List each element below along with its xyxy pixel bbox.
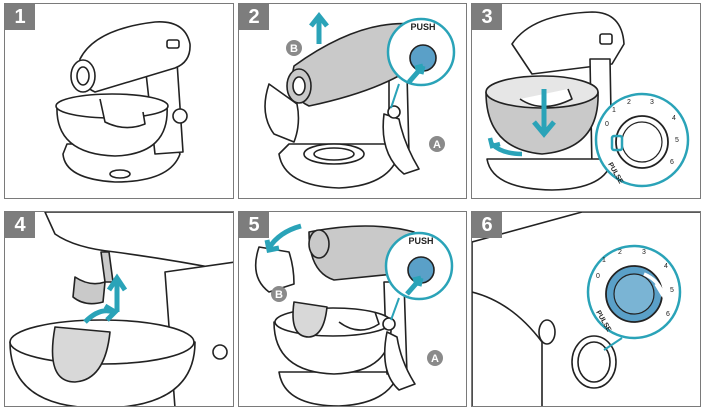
dial-mark-2: 2 <box>627 99 631 106</box>
push-arrow-icon <box>407 63 426 84</box>
callout-a-badge <box>429 136 445 152</box>
step-number-badge: 1 <box>5 4 35 30</box>
push-label: PUSH <box>410 22 435 32</box>
push-arrow-icon <box>405 275 424 296</box>
step-panel-2: 2 B A PUSH <box>238 3 467 199</box>
callout-b-label: B <box>275 289 283 301</box>
step-panel-1: 1 <box>4 3 234 199</box>
step-panel-5: 5 B A PUSH <box>238 211 467 407</box>
push-up-arrow-icon <box>106 273 128 312</box>
dial-mark-0: 0 <box>605 121 609 128</box>
dial-mark-2: 2 <box>618 249 622 256</box>
callout-a-label: A <box>431 353 439 365</box>
dial-mark-3: 3 <box>642 249 646 256</box>
step-panel-3: 3 0 1 2 3 4 5 6 PULSE <box>471 3 701 199</box>
speed-select-illustration: 0 1 2 3 4 5 6 PULSE <box>472 212 700 406</box>
step-panel-6: 6 0 1 2 3 4 5 6 PULSE <box>471 211 701 407</box>
mixer-head-lower-illustration: B A PUSH <box>254 223 454 406</box>
mixer-head-lift-illustration: B A PUSH <box>264 11 456 189</box>
dial-mark-1: 1 <box>612 107 616 114</box>
attach-tool-illustration <box>9 212 233 406</box>
callout-b-label: B <box>290 43 298 55</box>
rotate-arrow-icon <box>487 137 523 157</box>
dial-mark-6: 6 <box>670 159 674 166</box>
bowl-fit-illustration: 0 1 2 3 4 5 6 PULSE <box>485 11 690 191</box>
dial-mark-0: 0 <box>596 273 600 280</box>
dial-mark-4: 4 <box>664 263 668 270</box>
callout-b-badge <box>271 286 287 302</box>
dial-mark-5: 5 <box>670 287 674 294</box>
step-number-badge: 2 <box>239 4 269 30</box>
lift-up-arrow-icon <box>309 11 329 44</box>
callout-a-badge <box>427 350 443 366</box>
dial-mark-4: 4 <box>672 115 676 122</box>
insert-down-arrow-icon <box>532 89 556 138</box>
step-number-badge: 5 <box>239 212 269 238</box>
dial-mark-1: 1 <box>602 257 606 264</box>
step-number-badge: 4 <box>5 212 35 238</box>
turn-arrow-icon <box>643 272 668 298</box>
step-number-badge: 3 <box>472 4 502 30</box>
push-label: PUSH <box>408 236 433 246</box>
lower-arrow-icon <box>264 223 302 253</box>
dial-mark-5: 5 <box>675 137 679 144</box>
step-number-badge: 6 <box>472 212 502 238</box>
callout-a-label: A <box>433 139 441 151</box>
step-panel-4: 4 <box>4 211 234 407</box>
mixer-assembled-illustration <box>55 21 191 183</box>
dial-mark-6: 6 <box>666 311 670 318</box>
dial-mark-3: 3 <box>650 99 654 106</box>
callout-b-badge <box>286 40 302 56</box>
twist-arrow-icon <box>83 303 120 324</box>
